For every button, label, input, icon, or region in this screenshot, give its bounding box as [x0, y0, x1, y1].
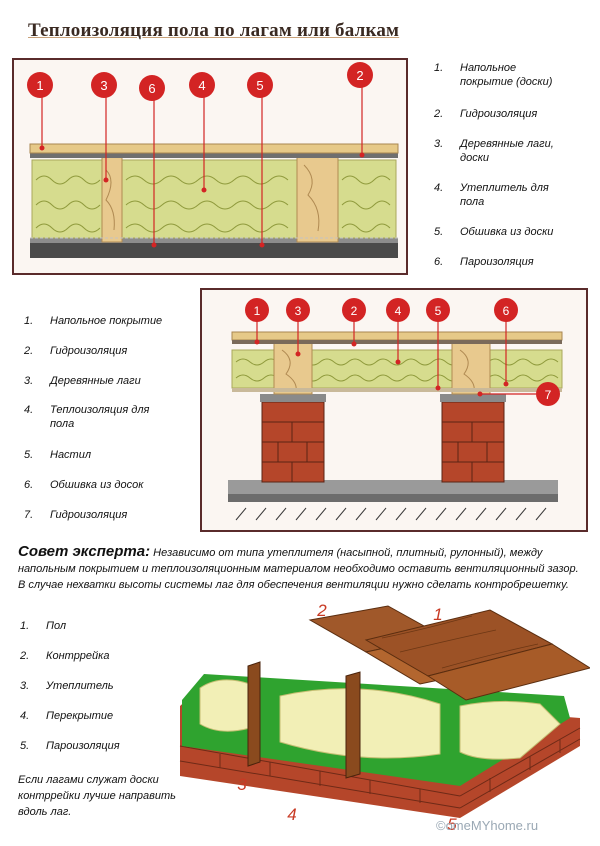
- expert-tip-text: Независимо от типа утеплителя (насыпной,…: [18, 547, 579, 591]
- svg-text:5: 5: [435, 304, 442, 318]
- diagram-1-legend: 1.Напольное покрытие (доски) 2.Гидроизол…: [434, 62, 594, 282]
- svg-text:1: 1: [254, 304, 261, 318]
- svg-text:2: 2: [351, 304, 358, 318]
- expert-tip-heading: Совет эксперта:: [18, 543, 151, 560]
- label-5: 5: [447, 815, 457, 832]
- label-2: 2: [316, 601, 327, 620]
- svg-text:2: 2: [356, 68, 363, 83]
- legend-item: 4.Утеплитель для пола: [434, 182, 549, 208]
- marker-3: 3: [286, 298, 310, 322]
- marker-3: 3: [91, 72, 117, 98]
- legend-item: 2.Контррейка: [20, 650, 110, 662]
- legend-item: 4.Теплоизоляция для пола: [24, 404, 150, 430]
- svg-text:3: 3: [100, 78, 107, 93]
- legend-item: 7.Гидроизоляция: [24, 509, 128, 521]
- legend-item: 1.Напольное покрытие (доски): [434, 62, 553, 88]
- legend-item: 5.Пароизоляция: [20, 740, 120, 752]
- marker-1: 1: [27, 72, 53, 98]
- marker-2: 2: [347, 62, 373, 88]
- diagram-2-legend: 1.Напольное покрытие 2.Гидроизоляция 3.Д…: [24, 315, 194, 530]
- diagram-3-legend: 1.Пол 2.Контррейка 3.Утеплитель 4.Перекр…: [20, 620, 170, 760]
- expert-tip: Совет эксперта: Независимо от типа утепл…: [18, 544, 588, 593]
- legend-item: 6.Пароизоляция: [434, 256, 534, 268]
- svg-text:7: 7: [545, 388, 552, 402]
- legend-item: 1.Пол: [20, 620, 67, 632]
- marker-6: 6: [494, 298, 518, 322]
- diagram-2-panel: 1 3 2 4 5 6 7: [200, 288, 588, 532]
- label-3: 3: [237, 775, 247, 794]
- svg-text:3: 3: [295, 304, 302, 318]
- marker-4: 4: [189, 72, 215, 98]
- marker-5: 5: [426, 298, 450, 322]
- svg-text:4: 4: [198, 78, 205, 93]
- svg-text:6: 6: [148, 81, 155, 96]
- legend-item: 2.Гидроизоляция: [24, 345, 128, 357]
- svg-text:6: 6: [503, 304, 510, 318]
- watermark: ©omeMYhome.ru: [436, 818, 539, 833]
- label-1: 1: [433, 605, 442, 624]
- svg-text:1: 1: [36, 78, 43, 93]
- diagram-2-illustration: 1 3 2 4 5 6 7: [228, 298, 563, 521]
- marker-2: 2: [342, 298, 366, 322]
- marker-6: 6: [139, 75, 165, 101]
- marker-4: 4: [386, 298, 410, 322]
- legend-item: 1.Напольное покрытие: [24, 315, 163, 327]
- legend-item: 3.Деревянные лаги: [24, 375, 141, 387]
- label-4: 4: [287, 805, 296, 824]
- legend-item: 4.Перекрытие: [20, 710, 114, 722]
- svg-text:5: 5: [256, 78, 263, 93]
- legend-item: 3.Утеплитель: [20, 680, 114, 692]
- diagram-3-note: Если лагами служат доски контррейки лучш…: [18, 774, 176, 818]
- marker-7: 7: [536, 382, 560, 406]
- legend-item: 5.Настил: [24, 449, 92, 461]
- svg-text:4: 4: [395, 304, 402, 318]
- marker-5: 5: [247, 72, 273, 98]
- marker-1: 1: [245, 298, 269, 322]
- legend-item: 6.Обшивка из досок: [24, 479, 144, 491]
- legend-item: 5.Обшивка из доски: [434, 226, 554, 238]
- legend-item: 2.Гидроизоляция: [434, 108, 538, 120]
- page-title: Теплоизоляция пола по лагам или балкам: [28, 20, 400, 41]
- diagram-3-illustration: 2 1 3 4 5: [179, 601, 590, 832]
- legend-item: 3.Деревянные лаги, доски: [434, 138, 554, 164]
- diagram-1-illustration: [29, 84, 399, 258]
